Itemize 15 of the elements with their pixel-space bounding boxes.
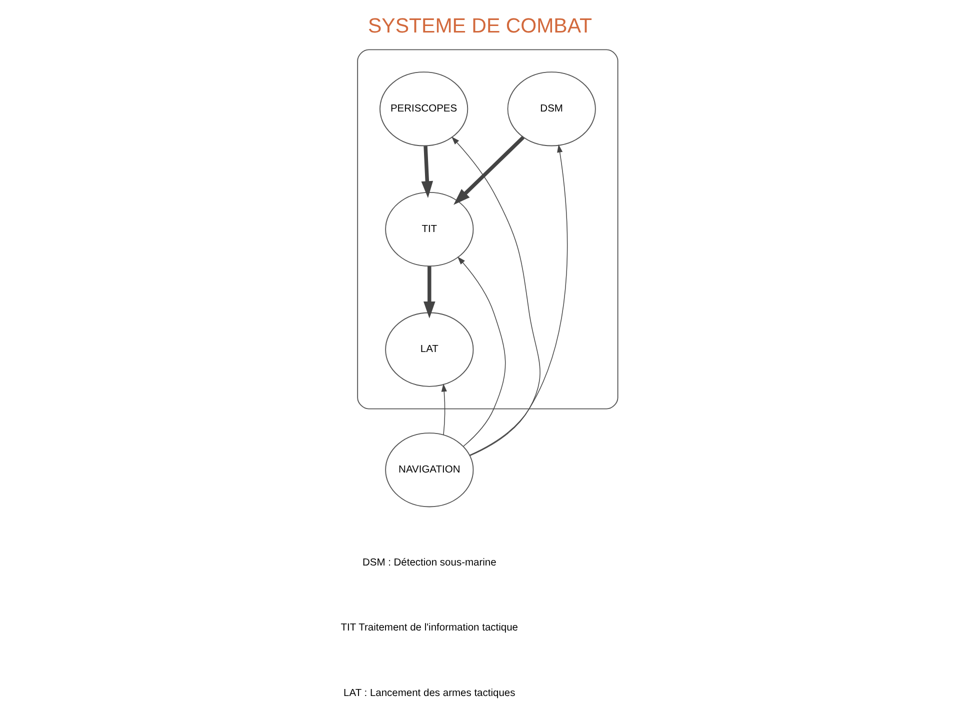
arrow: [458, 256, 506, 447]
arrow: [452, 136, 540, 456]
arrow: [454, 136, 525, 205]
arrow: [441, 384, 447, 436]
node-ellipse: LAT: [385, 312, 474, 387]
node-ellipse: DSM: [507, 72, 596, 146]
arrow: [424, 266, 436, 318]
cluster: [357, 49, 618, 410]
diagram-title: SYSTEME DE COMBAT: [368, 14, 592, 38]
label: TIT Traitement de l'information tactique: [340, 622, 518, 634]
arrow: [421, 146, 434, 198]
label: LAT : Lancement des armes tactiques: [344, 688, 516, 699]
label: DSM : Détection sous-marine: [362, 557, 496, 568]
arrow: [469, 144, 568, 456]
node-ellipse: NAVIGATION: [385, 432, 474, 508]
